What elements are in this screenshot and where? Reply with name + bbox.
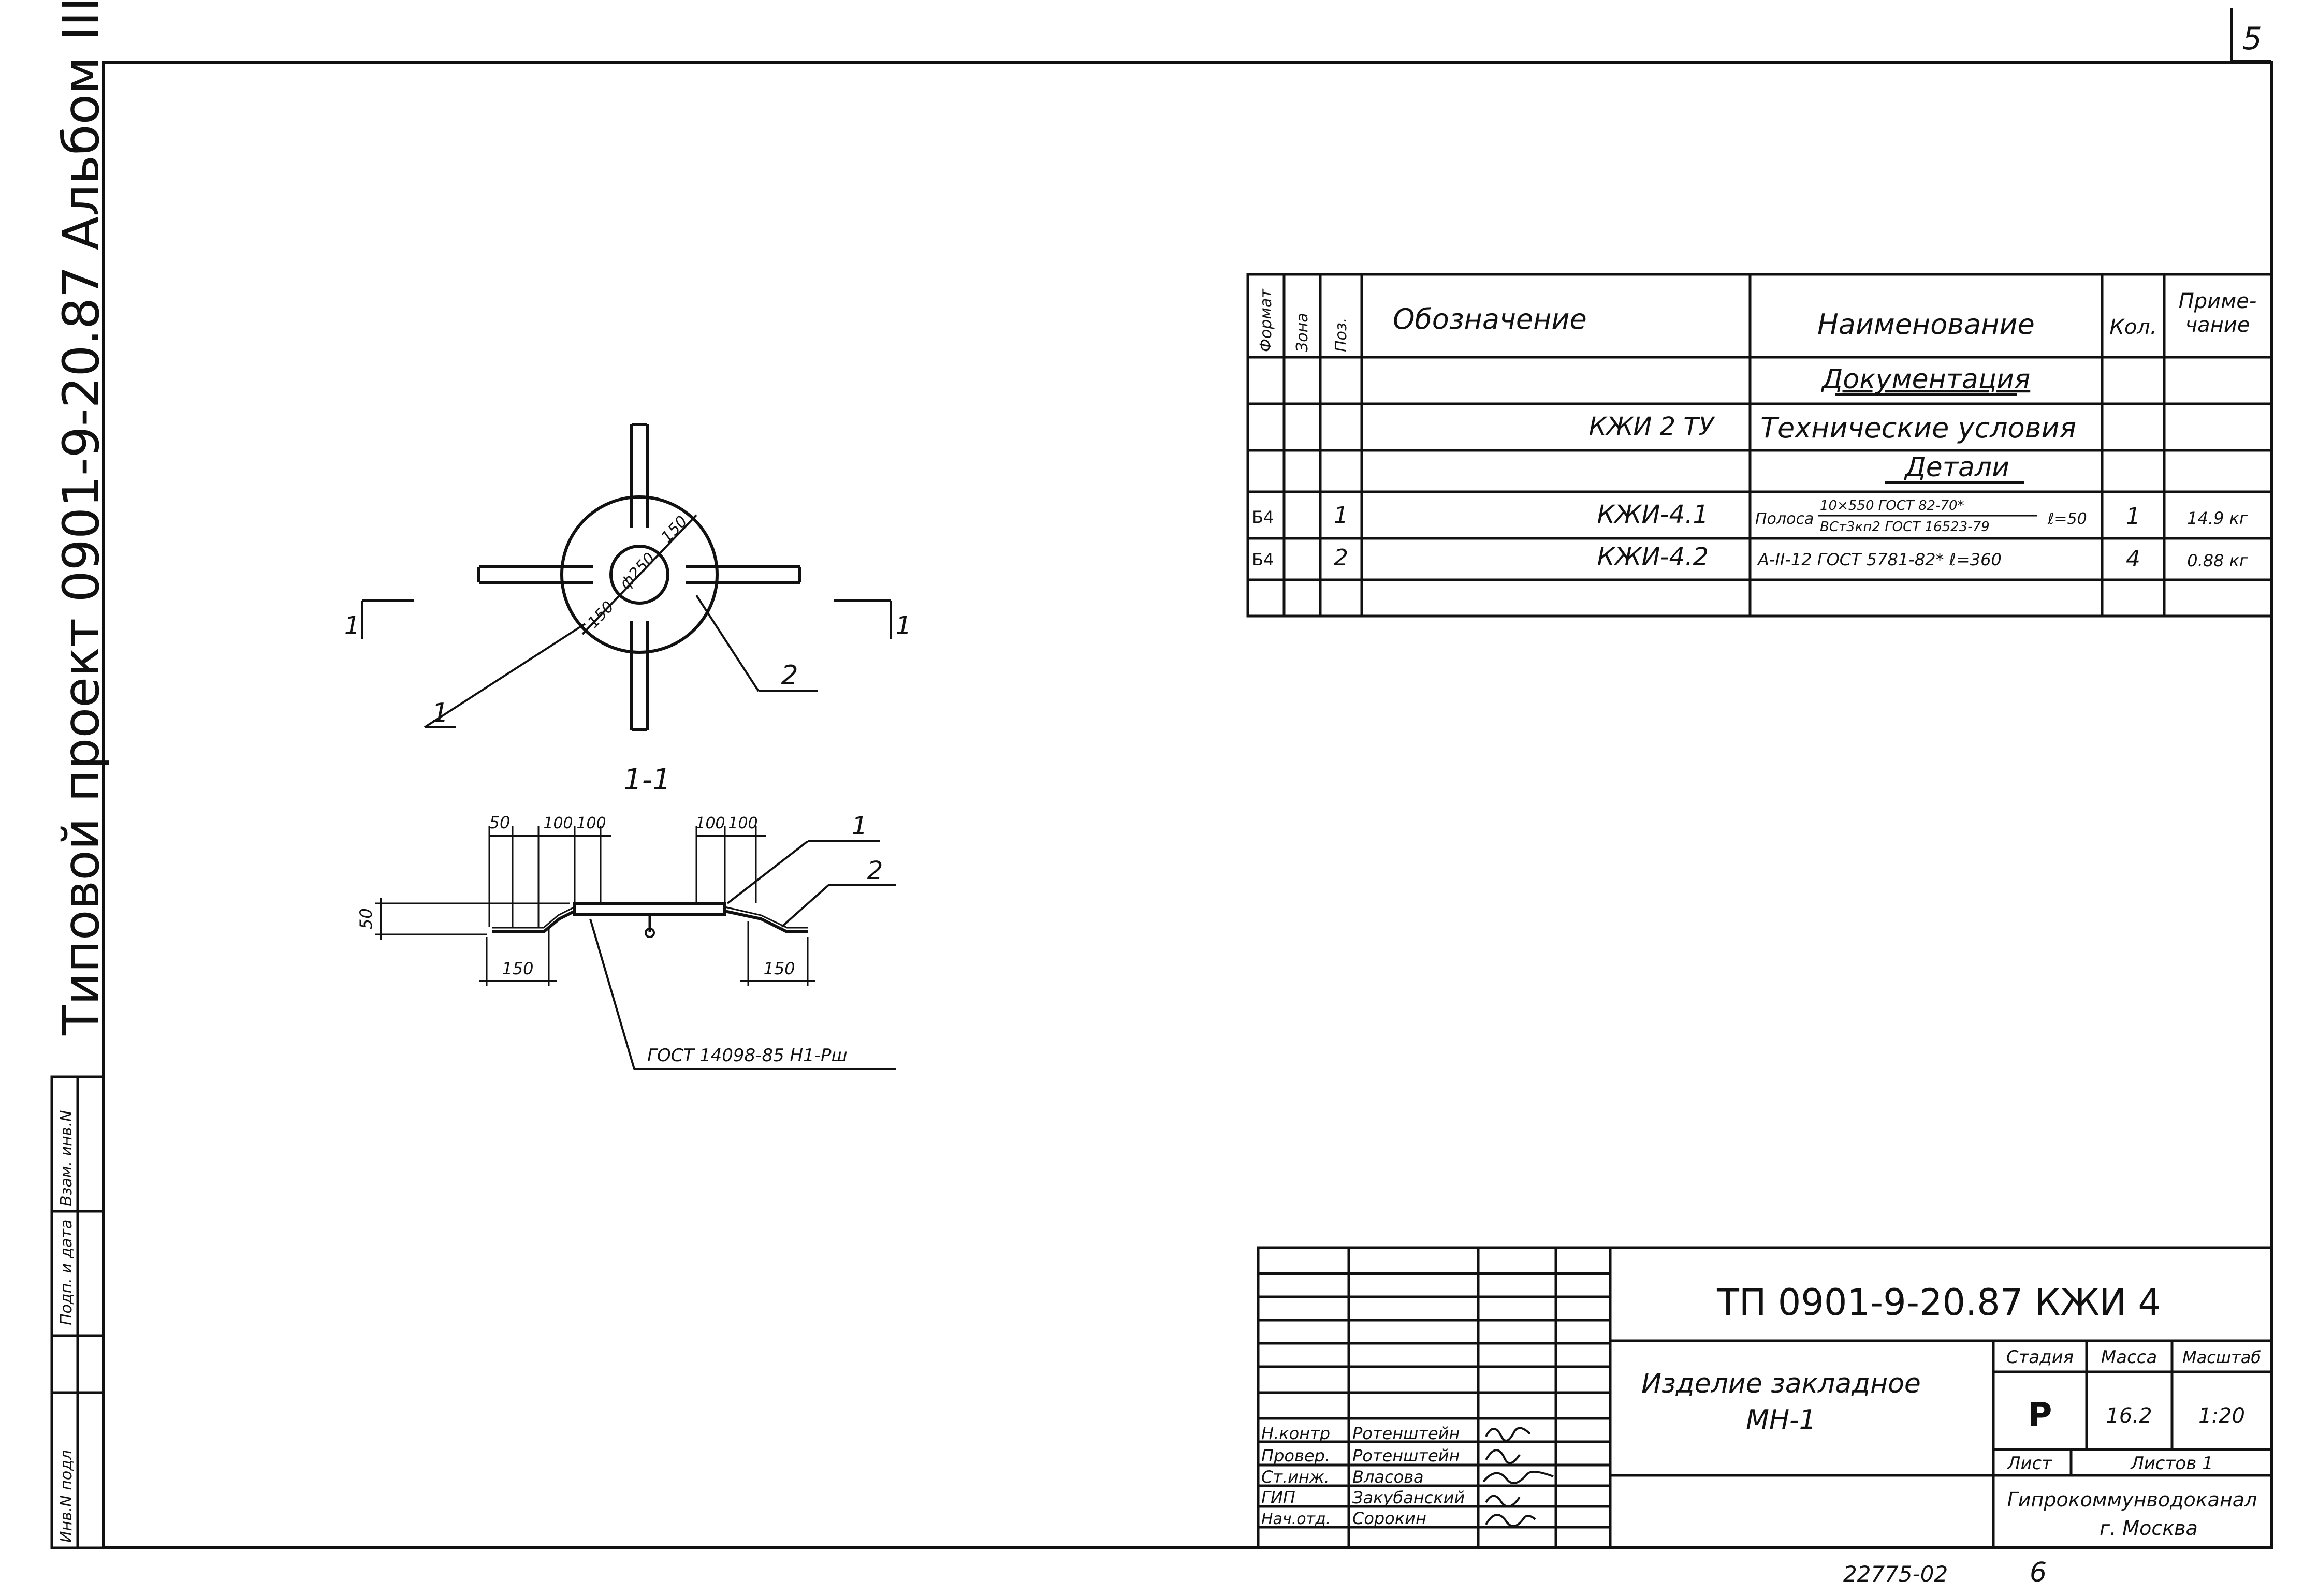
spec-header-qty: Кол. [2109, 315, 2156, 339]
title-block-label-sheet: Лист [2006, 1453, 2052, 1474]
spec-row-4-pos: 1 [1334, 502, 1348, 529]
signature-role-4: ГИП [1261, 1488, 1295, 1507]
section-dim-height: 50 [356, 908, 376, 929]
signature-name-1: Ротенштейн [1352, 1424, 1460, 1443]
spec-header-name: Наименование [1817, 308, 2035, 341]
signature-role-1: Н.контр [1261, 1424, 1330, 1443]
side-stamp-cell-1: Инв.N подл [57, 1450, 76, 1543]
spec-row-4-designation: КЖИ-4.1 [1597, 500, 1709, 529]
signature-marks [1482, 1427, 1554, 1527]
title-block-label-scale: Масштаб [2182, 1348, 2261, 1367]
section-view [375, 826, 896, 1070]
title-block-mass: 16.2 [2106, 1404, 2152, 1428]
spec-row-4-name-bottom: ВСт3кп2 ГОСТ 16523-79 [1820, 519, 1990, 535]
plan-view [361, 423, 892, 731]
sheet-number: 5 [2242, 21, 2262, 57]
section-dim-top-5: 100 [728, 814, 757, 832]
section-leader-1: 1 [852, 812, 868, 841]
spec-header-note: Приме-чание [2179, 289, 2257, 337]
spec-row-4-format: Б4 [1252, 507, 1274, 527]
title-block-name-line1: Изделие закладное [1641, 1368, 1921, 1399]
plan-section-mark-left: 1 [344, 611, 360, 640]
spec-row-4-name-suffix: ℓ=50 [2047, 510, 2087, 528]
bottom-page: 6 [2030, 1557, 2047, 1588]
section-dim-top-2: 100 [543, 814, 573, 832]
bottom-code: 22775-02 [1843, 1561, 1948, 1587]
spec-row-5-designation: КЖИ-4.2 [1597, 543, 1709, 572]
signature-role-2: Провер. [1261, 1446, 1330, 1466]
section-dim-top-4: 100 [695, 814, 725, 832]
spec-row-2-name: Технические условия [1760, 412, 2076, 444]
spec-table-grid [1246, 273, 2273, 618]
sheet-frame [102, 61, 2273, 1549]
side-stamp-cell-2: Подп. и дата [57, 1220, 76, 1325]
signature-name-4: Закубанский [1352, 1488, 1465, 1507]
spec-row-4-name-prefix: Полоса [1755, 510, 1814, 528]
spec-row-5-name: A-II-12 ГОСТ 5781-82* ℓ=360 [1757, 550, 2002, 569]
section-title: 1-1 [623, 763, 670, 797]
spec-header-note-line: чание [2185, 313, 2250, 337]
title-block-name-line2: МН-1 [1746, 1404, 1816, 1436]
spec-row-3-name: Детали [1904, 452, 2009, 483]
signature-name-5: Сорокин [1352, 1509, 1426, 1528]
signature-role-5: Нач.отд. [1261, 1510, 1331, 1528]
section-dim-bottom-right: 150 [763, 959, 795, 978]
section-dim-top-1: 50 [489, 813, 511, 832]
spec-header-designation: Обозначение [1393, 303, 1587, 335]
signature-name-2: Ротенштейн [1352, 1446, 1460, 1466]
plan-leader-1: 1 [431, 698, 448, 729]
spec-header-note-line: Приме- [2179, 289, 2257, 313]
side-album-label: Типовой проект 0901-9-20.87 Альбом III [52, 0, 110, 1036]
section-dim-top-3: 100 [576, 814, 606, 832]
title-block-label-stage: Стадия [2006, 1347, 2074, 1368]
title-block-label-mass: Масса [2101, 1347, 2157, 1368]
section-weld-note: ГОСТ 14098-85 Н1-Рш [647, 1045, 848, 1066]
spec-header-pos: Поз. [1332, 318, 1350, 352]
plan-dim-diameter: ф250 [616, 549, 659, 593]
title-block-stage: Р [2028, 1396, 2052, 1434]
spec-header-format: Формат [1257, 288, 1275, 352]
title-block-label-sheets: Листов 1 [2130, 1453, 2213, 1474]
spec-header-zone: Зона [1293, 313, 1311, 352]
spec-row-4-qty: 1 [2126, 503, 2140, 530]
spec-row-1-name: Документация [1821, 364, 2030, 395]
side-stamp-cell-3: Взам. инв.N [57, 1110, 76, 1206]
title-block-org-line2: г. Москва [2100, 1517, 2198, 1540]
spec-row-5-note: 0.88 кг [2187, 551, 2248, 570]
plan-dim-right: 150 [658, 513, 691, 547]
section-leader-2: 2 [867, 856, 883, 885]
spec-row-4-note: 14.9 кг [2187, 508, 2248, 528]
title-block-code: ТП 0901-9-20.87 КЖИ 4 [1716, 1281, 2161, 1324]
spec-row-2-designation: КЖИ 2 ТУ [1589, 412, 1715, 441]
plan-leader-2: 2 [781, 660, 798, 691]
section-dim-bottom-left: 150 [502, 959, 533, 978]
title-block-grid [1257, 1246, 2273, 1549]
spec-row-5-pos: 2 [1334, 545, 1348, 571]
signature-role-3: Ст.инж. [1261, 1467, 1330, 1487]
plan-section-mark-right: 1 [896, 611, 912, 640]
spec-row-4-name-top: 10×550 ГОСТ 82-70* [1820, 498, 1964, 514]
side-stamp [50, 1075, 105, 1549]
title-block-scale: 1:20 [2198, 1404, 2245, 1428]
signature-name-3: Власова [1352, 1467, 1424, 1487]
spec-row-5-format: Б4 [1252, 550, 1274, 569]
spec-row-5-qty: 4 [2126, 546, 2140, 572]
title-block-org-line1: Гипрокоммунводоканал [2007, 1488, 2257, 1511]
